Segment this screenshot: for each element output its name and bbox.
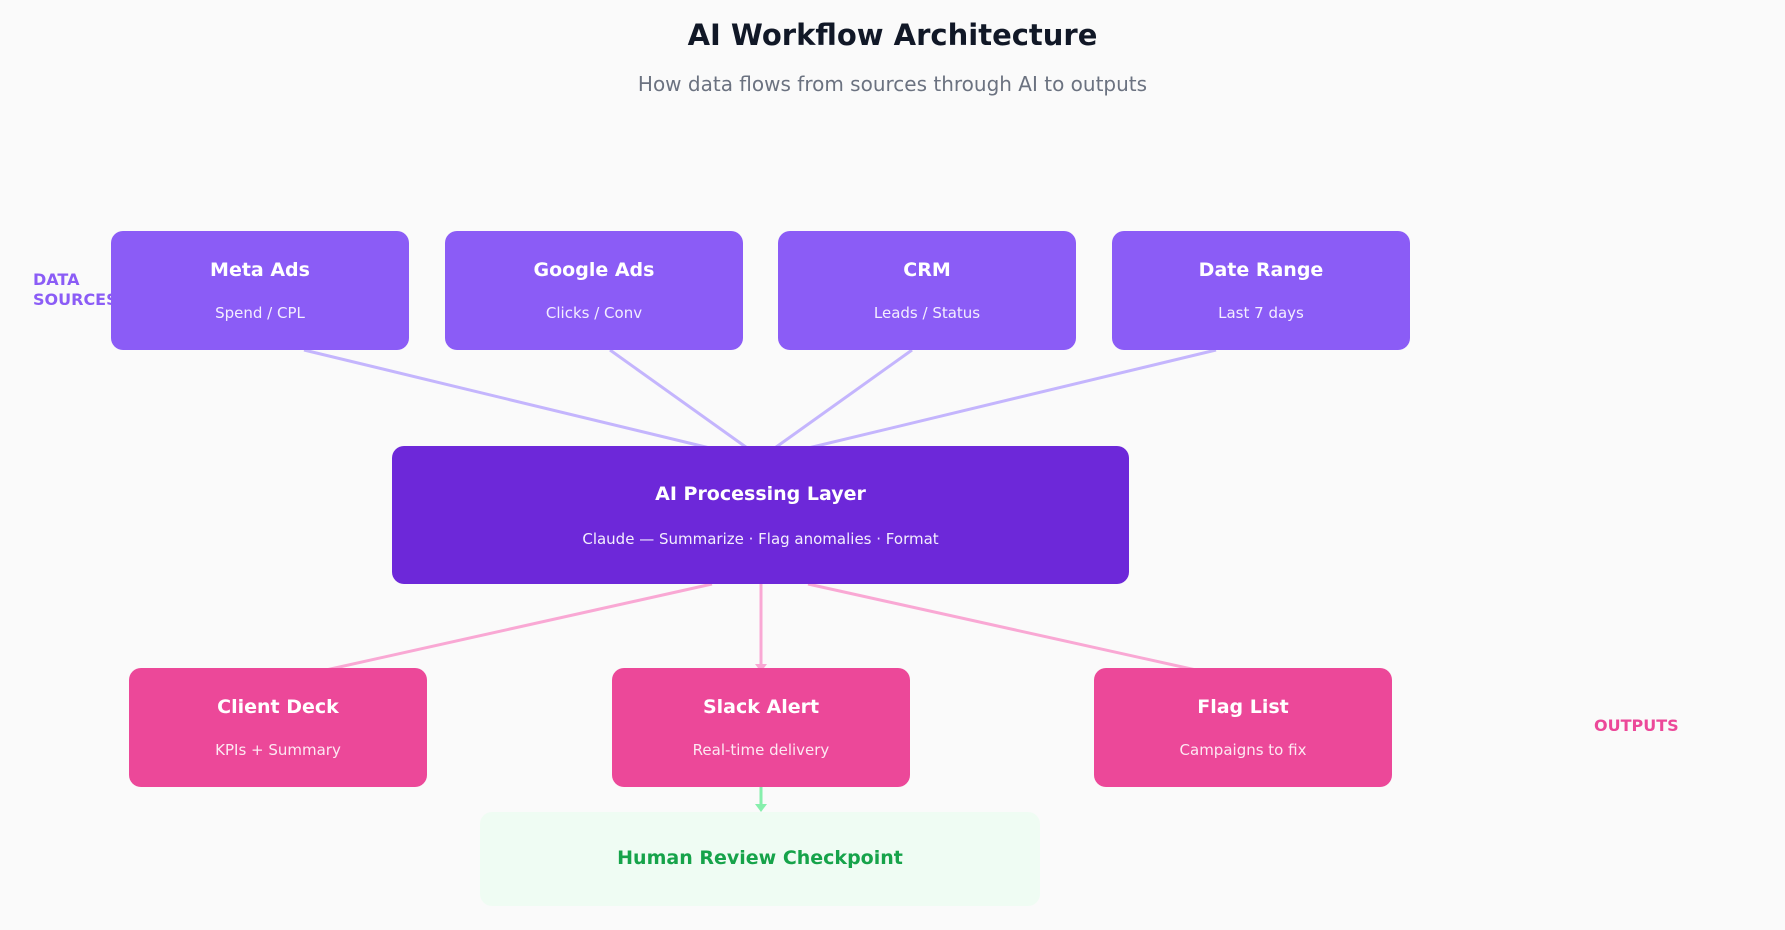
- source-title: Date Range: [1198, 259, 1324, 281]
- outputs-label: OUTPUTS: [1594, 716, 1679, 735]
- human-review-title: Human Review Checkpoint: [617, 847, 903, 869]
- source-title: Meta Ads: [210, 259, 310, 281]
- ai-processing-node: AI Processing Layer Claude — Summarize ·…: [392, 446, 1129, 584]
- source-title: CRM: [903, 259, 951, 281]
- source-node-crm: CRM Leads / Status: [778, 231, 1076, 350]
- connector-google-ads-to-ai: [609, 348, 751, 452]
- output-title: Slack Alert: [702, 696, 820, 718]
- connector-meta-ads-to-ai: [303, 348, 719, 452]
- source-node-date-range: Date Range Last 7 days: [1112, 231, 1410, 350]
- output-node-client-deck: Client Deck KPIs + Summary: [129, 668, 427, 787]
- output-subtitle: Real-time delivery: [692, 741, 830, 759]
- human-review-node: Human Review Checkpoint: [480, 812, 1040, 906]
- output-subtitle: Campaigns to fix: [1179, 741, 1307, 759]
- connector-crm-to-ai: [771, 348, 913, 452]
- output-node-slack-alert: Slack Alert Real-time delivery: [612, 668, 910, 787]
- source-node-google-ads: Google Ads Clicks / Conv: [445, 231, 743, 350]
- diagram-subtitle: How data flows from sources through AI t…: [637, 72, 1148, 96]
- connector-date-range-to-ai: [799, 348, 1217, 452]
- connector-ai-to-client-deck: [325, 582, 713, 672]
- connector-ai-to-flag-list: [807, 582, 1197, 672]
- arrowhead-review: [755, 804, 767, 812]
- ai-processing-title: AI Processing Layer: [655, 483, 866, 505]
- output-title: Flag List: [1197, 696, 1289, 718]
- source-subtitle: Leads / Status: [873, 304, 981, 322]
- source-subtitle: Clicks / Conv: [545, 304, 643, 322]
- ai-processing-subtitle: Claude — Summarize · Flag anomalies · Fo…: [582, 530, 939, 548]
- source-subtitle: Spend / CPL: [215, 304, 305, 322]
- source-subtitle: Last 7 days: [1218, 304, 1304, 322]
- data-sources-label: DATA SOURCES: [33, 270, 118, 309]
- output-node-flag-list: Flag List Campaigns to fix: [1094, 668, 1392, 787]
- output-title: Client Deck: [217, 696, 339, 718]
- source-node-meta-ads: Meta Ads Spend / CPL: [111, 231, 409, 350]
- source-title: Google Ads: [533, 259, 655, 281]
- output-subtitle: KPIs + Summary: [215, 741, 341, 759]
- diagram-title: AI Workflow Architecture: [687, 18, 1098, 52]
